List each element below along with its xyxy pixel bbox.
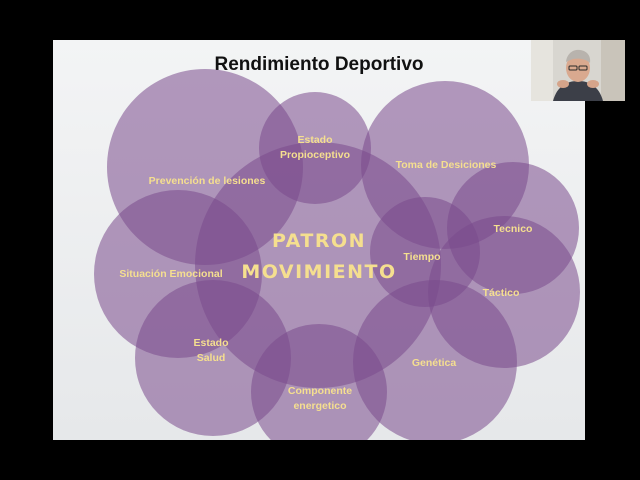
center-label-line2: MOVIMIENTO bbox=[241, 261, 396, 283]
label-tactico: Táctico bbox=[483, 287, 520, 299]
label-componente-energetico-line1: Componente bbox=[288, 385, 352, 397]
venn-diagram: Estado Propioceptivo Toma de Desiciones … bbox=[53, 40, 585, 440]
label-componente-energetico-line2: energetico bbox=[293, 400, 346, 412]
center-label-line1: PATRON bbox=[272, 230, 366, 252]
presentation-slide: Rendimiento Deportivo Estado Propiocepti… bbox=[53, 40, 585, 440]
label-estado-salud-line1: Estado bbox=[193, 337, 228, 349]
label-estado-propioceptivo-line2: Propioceptivo bbox=[280, 149, 350, 161]
label-tecnico: Tecnico bbox=[494, 223, 533, 235]
label-genetica: Genética bbox=[412, 357, 457, 369]
presenter-silhouette-icon bbox=[531, 40, 625, 101]
label-tiempo: Tiempo bbox=[403, 251, 440, 263]
webcam-thumbnail bbox=[531, 40, 625, 101]
label-toma-decisiones: Toma de Desiciones bbox=[396, 159, 497, 171]
label-estado-propioceptivo-line1: Estado bbox=[297, 134, 332, 146]
label-situacion-emocional: Situación Emocional bbox=[119, 268, 222, 280]
label-estado-salud-line2: Salud bbox=[197, 352, 226, 364]
label-prevencion-lesiones: Prevención de lesiones bbox=[149, 175, 266, 187]
